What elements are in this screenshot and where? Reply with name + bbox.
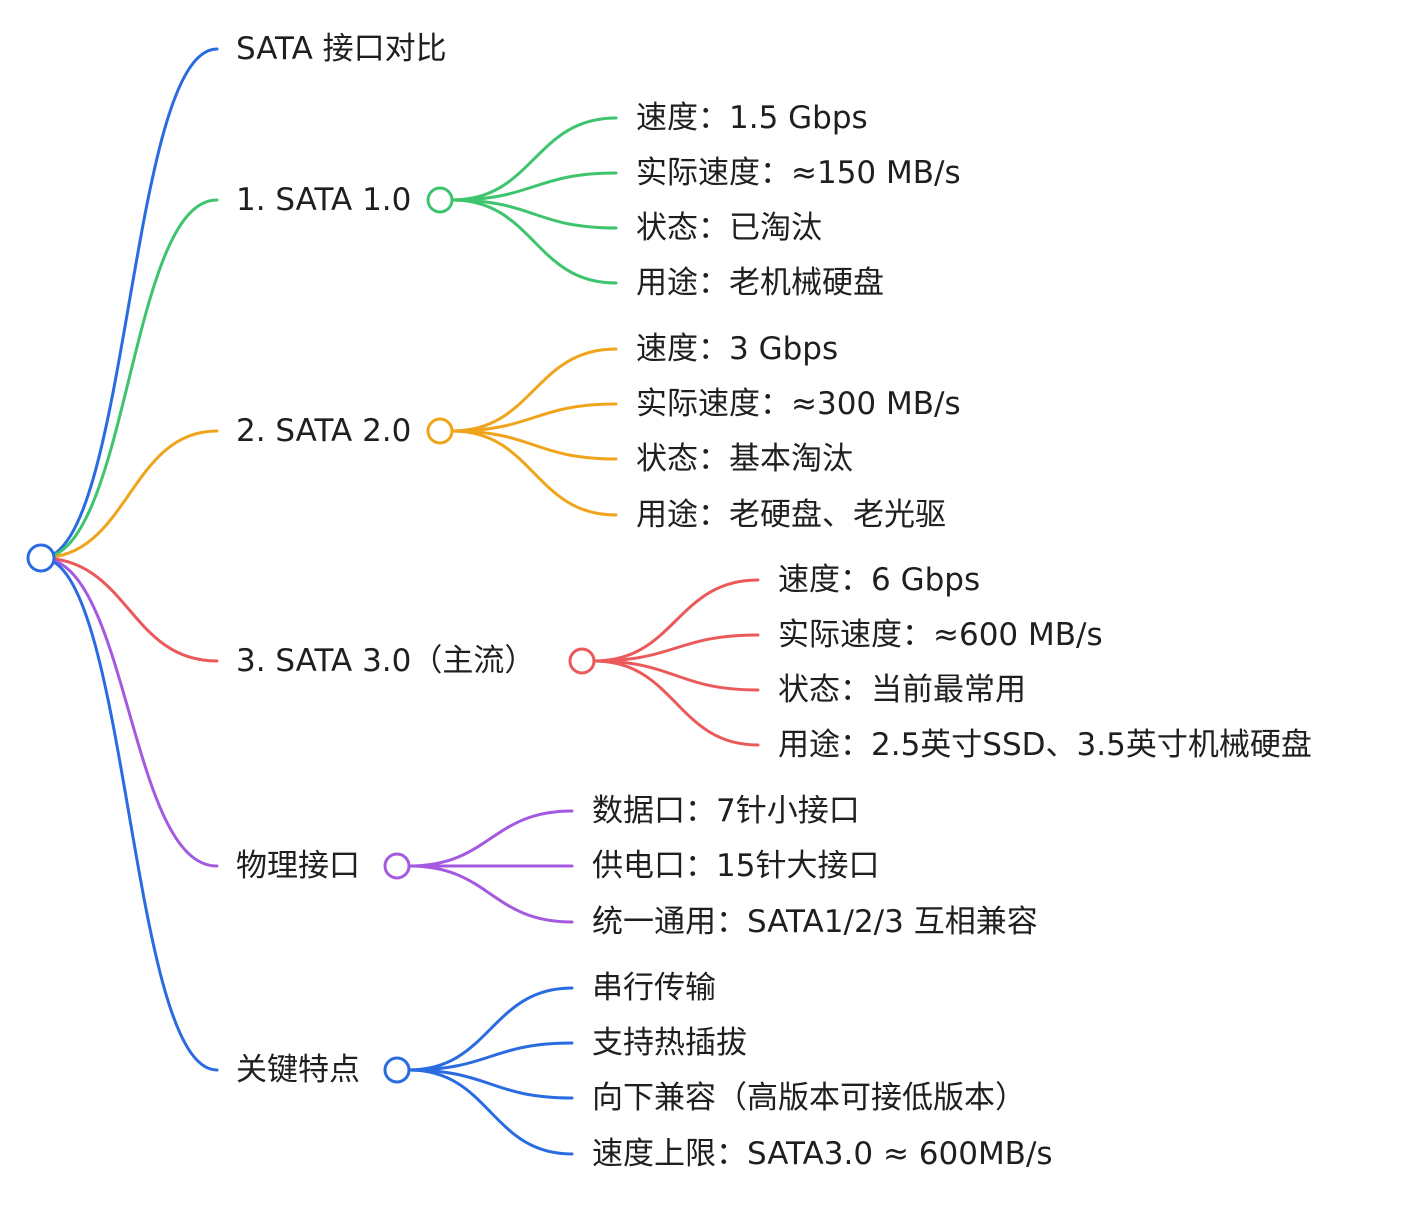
root-node[interactable]: [26, 543, 56, 573]
connector-layer: [39, 47, 760, 1156]
connector-sata1-leaf-3: [450, 198, 618, 285]
branch-label-physical: 物理接口: [236, 848, 360, 884]
connector-sata2-leaf-1: [450, 402, 618, 433]
leaf-features-0: 串行传输: [592, 970, 716, 1006]
connector-features-leaf-3: [407, 1068, 574, 1156]
connector-physical-leaf-0: [407, 809, 574, 868]
leaf-sata2-2: 状态：基本淘汰: [636, 441, 853, 477]
connector-features-leaf-1: [407, 1041, 574, 1072]
connector-features-leaf-2: [407, 1068, 574, 1100]
leaf-features-3: 速度上限：SATA3.0 ≈ 600MB/s: [592, 1136, 1053, 1172]
connector-sata3-leaf-0: [592, 578, 760, 663]
leaf-sata3-3: 用途：2.5英寸SSD、3.5英寸机械硬盘: [778, 727, 1312, 763]
connector-sata2-leaf-3: [450, 429, 618, 517]
branch-node-features[interactable]: [383, 1056, 411, 1084]
connector-root-physical: [39, 556, 219, 868]
connector-physical-leaf-2: [407, 864, 574, 924]
leaf-features-2: 向下兼容（高版本可接低版本）: [592, 1080, 1026, 1116]
branch-label-sata2: 2. SATA 2.0: [236, 413, 411, 449]
connector-sata1-leaf-0: [450, 116, 618, 202]
branch-node-sata1[interactable]: [426, 186, 454, 214]
leaf-features-1: 支持热插拔: [592, 1025, 747, 1061]
leaf-sata3-0: 速度：6 Gbps: [778, 562, 980, 598]
connector-root-sata2: [39, 429, 219, 560]
connector-sata1-leaf-2: [450, 198, 618, 230]
leaf-sata1-3: 用途：老机械硬盘: [636, 265, 884, 301]
branch-label-sata1: 1. SATA 1.0: [236, 182, 411, 218]
leaf-sata1-2: 状态：已淘汰: [636, 210, 822, 246]
connector-root-sata3: [39, 556, 219, 663]
leaf-sata2-0: 速度：3 Gbps: [636, 331, 838, 367]
branch-node-sata3[interactable]: [568, 647, 596, 675]
connector-sata3-leaf-2: [592, 659, 760, 692]
leaf-sata3-2: 状态：当前最常用: [778, 672, 1026, 708]
connector-features-leaf-0: [407, 986, 574, 1072]
connector-sata1-leaf-1: [450, 171, 618, 202]
connector-root-title: [39, 47, 219, 560]
mindmap-title: SATA 接口对比: [236, 31, 447, 67]
branch-node-sata2[interactable]: [426, 417, 454, 445]
leaf-physical-1: 供电口：15针大接口: [592, 848, 879, 884]
connector-root-features: [39, 556, 219, 1072]
connector-root-sata1: [39, 198, 219, 560]
connector-sata2-leaf-0: [450, 347, 618, 433]
leaf-sata2-1: 实际速度：≈300 MB/s: [636, 386, 961, 422]
leaf-sata3-1: 实际速度：≈600 MB/s: [778, 617, 1103, 653]
branch-label-features: 关键特点: [236, 1052, 360, 1088]
connector-sata3-leaf-3: [592, 659, 760, 747]
connector-sata2-leaf-2: [450, 429, 618, 461]
leaf-physical-0: 数据口：7针小接口: [592, 793, 860, 829]
node-layer: SATA 接口对比 1. SATA 1.0 速度：1.5 Gbps 实际速度：≈150…: [26, 31, 1312, 1172]
connector-sata3-leaf-1: [592, 633, 760, 663]
leaf-sata1-1: 实际速度：≈150 MB/s: [636, 155, 961, 191]
branch-node-physical[interactable]: [383, 852, 411, 880]
leaf-sata1-0: 速度：1.5 Gbps: [636, 100, 868, 136]
leaf-physical-2: 统一通用：SATA1/2/3 互相兼容: [592, 904, 1038, 940]
leaf-sata2-3: 用途：老硬盘、老光驱: [636, 497, 946, 533]
branch-label-sata3: 3. SATA 3.0（主流）: [236, 643, 535, 679]
